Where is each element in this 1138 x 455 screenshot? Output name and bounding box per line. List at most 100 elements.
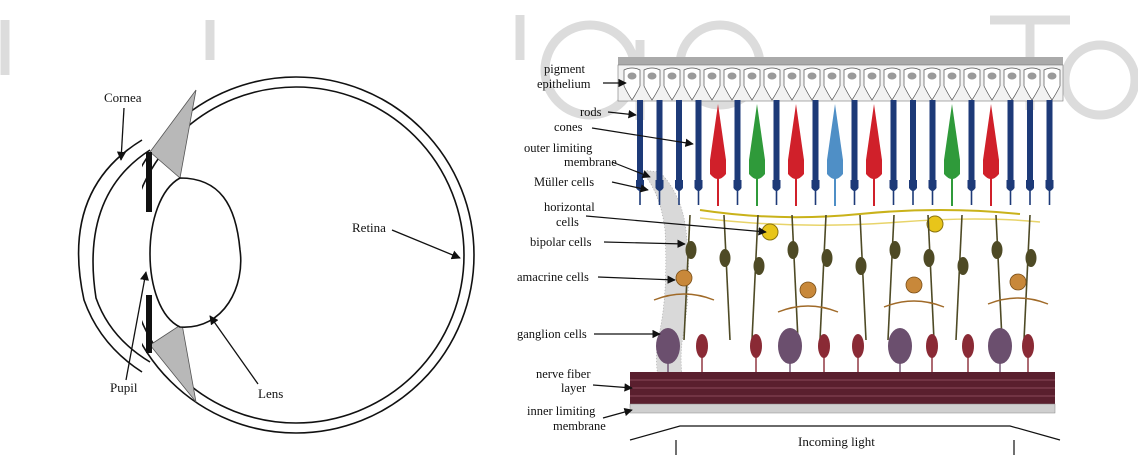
amacrine-cell bbox=[1010, 274, 1026, 290]
pigment-cell-nucleus bbox=[1008, 73, 1017, 80]
bipolar-cell-process bbox=[888, 215, 894, 340]
rod-cell bbox=[910, 100, 916, 180]
pigment-cell-nucleus bbox=[888, 73, 897, 80]
label-outer-limiting-membrane-2: membrane bbox=[564, 155, 617, 169]
pigment-cell-nucleus bbox=[948, 73, 957, 80]
cone-green-body bbox=[944, 160, 960, 179]
ganglion-cell bbox=[750, 334, 762, 358]
bipolar-cell bbox=[822, 249, 833, 267]
rod-cell bbox=[657, 100, 663, 180]
label-cornea: Cornea bbox=[104, 90, 142, 105]
bipolar-cell bbox=[720, 249, 731, 267]
cone-blue-body bbox=[827, 160, 843, 179]
bipolar-cell bbox=[1026, 249, 1037, 267]
amacrine-cell-process bbox=[988, 298, 1048, 304]
rod-cell bbox=[891, 100, 897, 180]
ganglion-cell bbox=[852, 334, 864, 358]
rod-cell bbox=[774, 100, 780, 180]
bipolar-cell bbox=[890, 241, 901, 259]
rod-cell bbox=[1008, 100, 1014, 180]
pigment-cell-nucleus bbox=[728, 73, 737, 80]
bipolar-cell-process bbox=[820, 215, 826, 340]
pigment-cell-nucleus bbox=[1048, 73, 1057, 80]
ganglion-cell bbox=[926, 334, 938, 358]
pigment-cell-nucleus bbox=[928, 73, 937, 80]
bipolar-cell-process bbox=[752, 215, 758, 340]
label-outer-limiting-membrane-1: outer limiting bbox=[524, 141, 593, 155]
cone-blue-cell bbox=[827, 104, 843, 160]
label-ganglion-cells: ganglion cells bbox=[517, 327, 587, 341]
label-retina: Retina bbox=[352, 220, 386, 235]
label-cones: cones bbox=[554, 120, 583, 134]
pigment-cell-nucleus bbox=[828, 73, 837, 80]
cornea bbox=[79, 140, 142, 372]
cone-red-cell bbox=[983, 104, 999, 160]
rod-cell bbox=[813, 100, 819, 180]
rod-cell bbox=[852, 100, 858, 180]
label-incoming-light: Incoming light bbox=[798, 434, 875, 449]
bipolar-cell-process bbox=[724, 215, 730, 340]
label-muller-cells: Müller cells bbox=[534, 175, 594, 189]
cone-red-body bbox=[983, 160, 999, 179]
bipolar-cell-process bbox=[996, 215, 1002, 340]
cone-red-cell bbox=[866, 104, 882, 160]
rod-cell bbox=[930, 100, 936, 180]
bipolar-cell bbox=[754, 257, 765, 275]
rod-cell bbox=[969, 100, 975, 180]
pigment-cell-nucleus bbox=[968, 73, 977, 80]
bipolar-cell bbox=[958, 257, 969, 275]
pigment-cell-nucleus bbox=[648, 73, 657, 80]
rod-cell bbox=[637, 100, 643, 180]
pigment-cell-nucleus bbox=[788, 73, 797, 80]
label-pupil: Pupil bbox=[110, 380, 138, 395]
eye-diagram: Cornea Retina Pupil Lens bbox=[79, 77, 474, 433]
ganglion-cell bbox=[888, 328, 912, 364]
cone-red-body bbox=[866, 160, 882, 179]
ganglion-cell bbox=[1022, 334, 1034, 358]
bipolar-cell-process bbox=[928, 215, 934, 340]
rod-cell bbox=[696, 100, 702, 180]
label-bipolar-cells: bipolar cells bbox=[530, 235, 592, 249]
amacrine-cell bbox=[906, 277, 922, 293]
rod-cell bbox=[735, 100, 741, 180]
inner-limiting-membrane bbox=[630, 404, 1055, 413]
label-lens: Lens bbox=[258, 386, 283, 401]
label-amacrine-cells: amacrine cells bbox=[517, 270, 589, 284]
horizontal-cell-layer bbox=[700, 210, 1040, 240]
rod-cell bbox=[676, 100, 682, 180]
bipolar-cell bbox=[924, 249, 935, 267]
ganglion-cell bbox=[696, 334, 708, 358]
cone-red-body bbox=[788, 160, 804, 179]
label-pigment-epithelium-2: epithelium bbox=[537, 77, 591, 91]
pigment-cell-nucleus bbox=[908, 73, 917, 80]
cone-green-cell bbox=[749, 104, 765, 160]
bipolar-cell bbox=[788, 241, 799, 259]
ganglion-cell bbox=[778, 328, 802, 364]
iris-lower bbox=[146, 295, 152, 353]
pigment-cell-nucleus bbox=[668, 73, 677, 80]
label-rods: rods bbox=[580, 105, 602, 119]
bipolar-cell bbox=[992, 241, 1003, 259]
amacrine-cell-process bbox=[884, 301, 944, 307]
label-inner-limiting-membrane-1: inner limiting bbox=[527, 404, 596, 418]
pigment-cell-nucleus bbox=[748, 73, 757, 80]
ganglion-cell bbox=[988, 328, 1012, 364]
inner-cell-layer bbox=[654, 215, 1048, 374]
pigment-cell-nucleus bbox=[628, 73, 637, 80]
pigment-cell-nucleus bbox=[868, 73, 877, 80]
pigment-cell-nucleus bbox=[808, 73, 817, 80]
label-horizontal-cells-1: horizontal bbox=[544, 200, 595, 214]
bipolar-cell-process bbox=[956, 215, 962, 340]
ganglion-cell bbox=[818, 334, 830, 358]
pigment-cell-nucleus bbox=[848, 73, 857, 80]
cone-green-cell bbox=[944, 104, 960, 160]
nerve-fiber-layer bbox=[630, 372, 1055, 404]
choroid-bar bbox=[618, 57, 1063, 65]
label-nerve-fiber-layer-1: nerve fiber bbox=[536, 367, 591, 381]
pigment-cell-nucleus bbox=[1028, 73, 1037, 80]
ganglion-cell bbox=[962, 334, 974, 358]
cone-red-cell bbox=[788, 104, 804, 160]
pigment-cell-nucleus bbox=[708, 73, 717, 80]
bipolar-cell-process bbox=[792, 215, 798, 340]
